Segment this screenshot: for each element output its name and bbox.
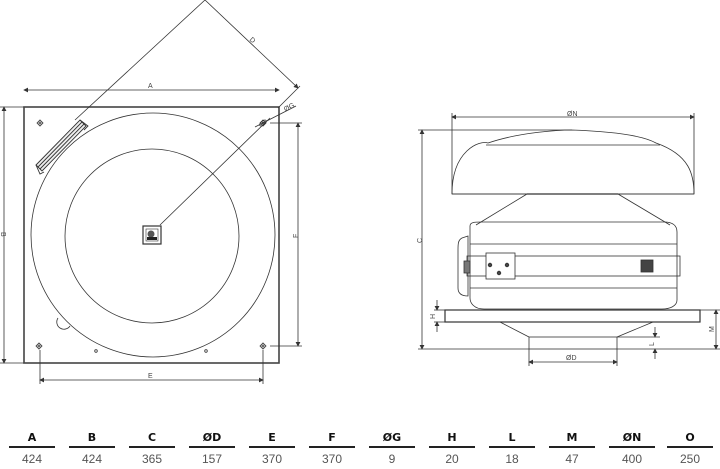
dim-value: 370 <box>261 452 283 466</box>
dim-divider <box>549 446 595 448</box>
dim-value: 18 <box>505 452 519 466</box>
dim-header: B <box>87 431 97 444</box>
dim-divider <box>309 446 355 448</box>
label-m: M <box>709 326 716 332</box>
dim-divider <box>249 446 295 448</box>
dim-header: ØD <box>202 431 222 444</box>
dim-value: 424 <box>21 452 43 466</box>
dim-header: H <box>447 431 457 444</box>
label-f: F <box>293 234 300 238</box>
label-c: C <box>417 238 424 243</box>
dim-value: 370 <box>321 452 343 466</box>
dim-divider <box>489 446 535 448</box>
dim-divider <box>129 446 175 448</box>
dim-divider <box>609 446 655 448</box>
junction-box <box>457 235 469 297</box>
dim-col-b: B 424 <box>69 430 115 466</box>
dim-divider <box>667 446 713 448</box>
dim-value: 365 <box>141 452 163 466</box>
dim-col-e: E 370 <box>249 430 295 466</box>
dim-header: C <box>147 431 157 444</box>
dim-divider <box>189 446 235 448</box>
side-logo-icon <box>640 259 654 273</box>
label-d: ØD <box>566 355 577 362</box>
dimension-table: A 424 B 424 C 365 ØD 157 E 370 F 370 ØG … <box>0 430 720 469</box>
dim-header: ØN <box>622 431 642 444</box>
dim-divider <box>369 446 415 448</box>
inner-circle <box>64 148 240 324</box>
dim-header: ØG <box>382 431 402 444</box>
label-g: ØG <box>283 102 296 113</box>
outer-cowl-circle <box>30 112 276 358</box>
dim-value: 250 <box>679 452 701 466</box>
dim-col-g: ØG 9 <box>369 430 415 466</box>
cable-gland <box>56 317 71 330</box>
label-e: E <box>148 373 153 380</box>
base-plate-outline <box>23 106 280 364</box>
dim-value: 9 <box>388 452 396 466</box>
dim-header: O <box>685 431 695 444</box>
dim-col-o: O 250 <box>667 430 713 466</box>
dim-header: M <box>566 431 578 444</box>
dim-header: L <box>508 431 516 444</box>
dim-col-n: ØN 400 <box>609 430 655 466</box>
label-h: H <box>430 314 437 319</box>
dim-col-c: C 365 <box>129 430 175 466</box>
label-b: B <box>0 232 6 237</box>
hood <box>451 129 695 195</box>
hinge-handle <box>35 119 89 175</box>
dim-header: A <box>27 431 37 444</box>
dim-header: F <box>328 431 336 444</box>
dim-col-a: A 424 <box>9 430 55 466</box>
dim-value: 157 <box>201 452 223 466</box>
side-base-plate <box>444 309 701 323</box>
top-view <box>0 0 302 384</box>
dim-col-d: ØD 157 <box>189 430 235 466</box>
dim-divider <box>69 446 115 448</box>
spigot <box>528 336 618 350</box>
technical-drawing: A B D ØG E F <box>0 0 720 384</box>
label-l: L <box>649 342 656 346</box>
dim-value: 47 <box>565 452 579 466</box>
dim-divider <box>9 446 55 448</box>
dim-value: 424 <box>81 452 103 466</box>
dim-value: 400 <box>621 452 643 466</box>
dim-col-h: H 20 <box>429 430 475 466</box>
label-a: A <box>148 83 153 90</box>
logo-icon <box>142 225 162 245</box>
dim-value: 20 <box>445 452 459 466</box>
label-o: D <box>248 36 256 45</box>
label-n: ØN <box>567 111 578 118</box>
side-view <box>418 113 720 366</box>
dim-col-f: F 370 <box>309 430 355 466</box>
motor-body <box>469 221 678 310</box>
dim-header: E <box>268 431 276 444</box>
dim-col-l: L 18 <box>489 430 535 466</box>
dim-col-m: M 47 <box>549 430 595 466</box>
dim-divider <box>429 446 475 448</box>
